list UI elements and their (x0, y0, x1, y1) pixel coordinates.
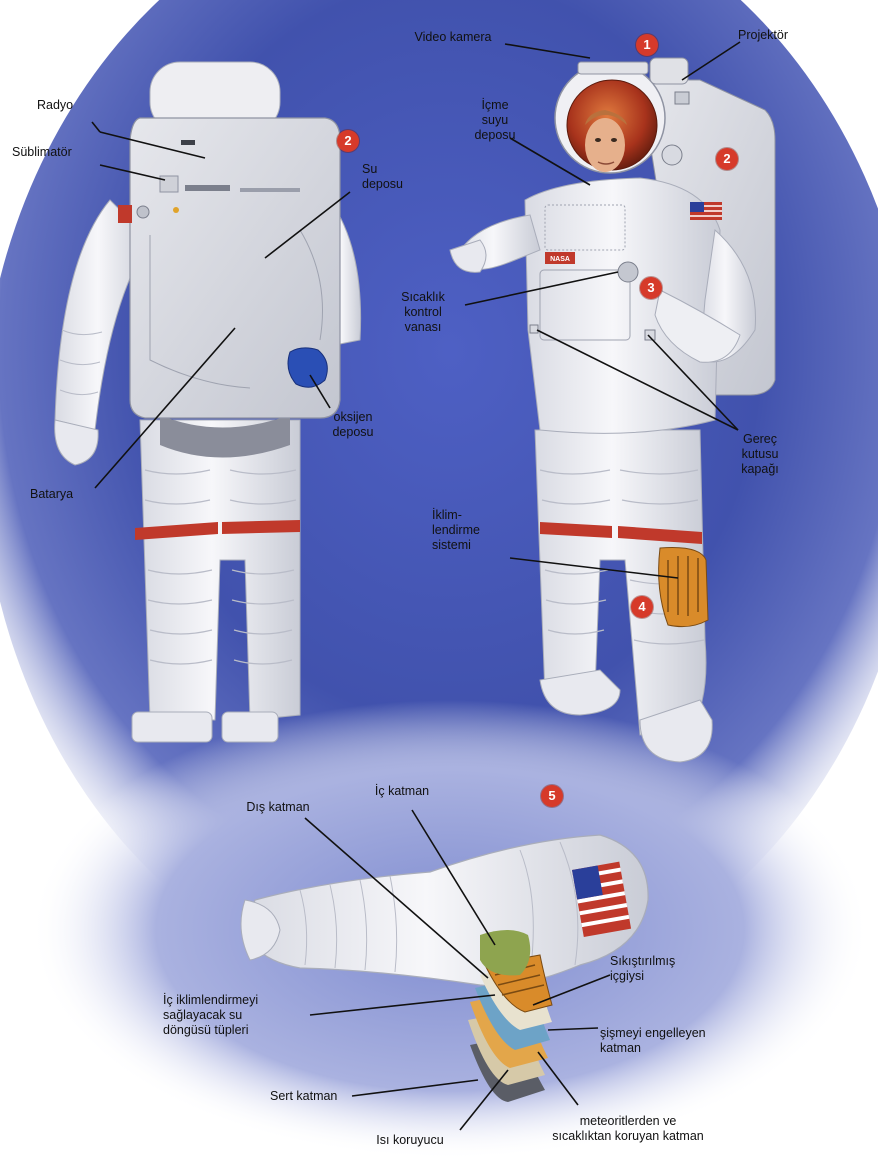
label-sismeyi-engelleyen-katman: şişmeyi engelleyen katman (600, 1026, 760, 1056)
label-radyo: Radyo (37, 98, 117, 113)
label-oksijen-deposu: oksijen deposu (318, 410, 388, 440)
label-icme-suyu-deposu: İçme suyu deposu (460, 98, 530, 143)
label-iklimlendirme-sistemi: İklim- lendirme sistemi (432, 508, 502, 553)
label-ic-katman: İç katman (362, 784, 442, 799)
label-su-deposu: Su deposu (362, 162, 422, 192)
svg-text:NASA: NASA (550, 256, 570, 263)
badge-2-front: 2 (716, 148, 738, 170)
label-isi-koruyucu: Isı koruyucu (355, 1133, 465, 1148)
label-sikistirilmis-icgiysi: Sıkıştırılmış içgiysi (610, 954, 720, 984)
label-projektor: Projektör (738, 28, 828, 43)
label-gerec-kutusu-kapagi: Gereç kutusu kapağı (728, 432, 792, 477)
label-video-kamera: Video kamera (398, 30, 508, 45)
badge-2-back: 2 (337, 130, 359, 152)
badge-4: 4 (631, 596, 653, 618)
label-sert-katman: Sert katman (270, 1089, 370, 1104)
label-ic-iklimlendirme-tupleri: İç iklimlendirmeyi sağlayacak su döngüsü… (163, 993, 313, 1038)
label-meteoritlerden-koruyan-katman: meteoritlerden ve sıcaklıktan koruyan ka… (508, 1114, 748, 1144)
label-batarya: Batarya (30, 487, 110, 502)
label-sublimator: Süblimatör (12, 145, 112, 160)
badge-1: 1 (636, 34, 658, 56)
badge-5: 5 (541, 785, 563, 807)
label-dis-katman: Dış katman (228, 800, 328, 815)
label-sicaklik-kontrol-vanasi: Sıcaklık kontrol vanası (388, 290, 458, 335)
badge-3: 3 (640, 277, 662, 299)
